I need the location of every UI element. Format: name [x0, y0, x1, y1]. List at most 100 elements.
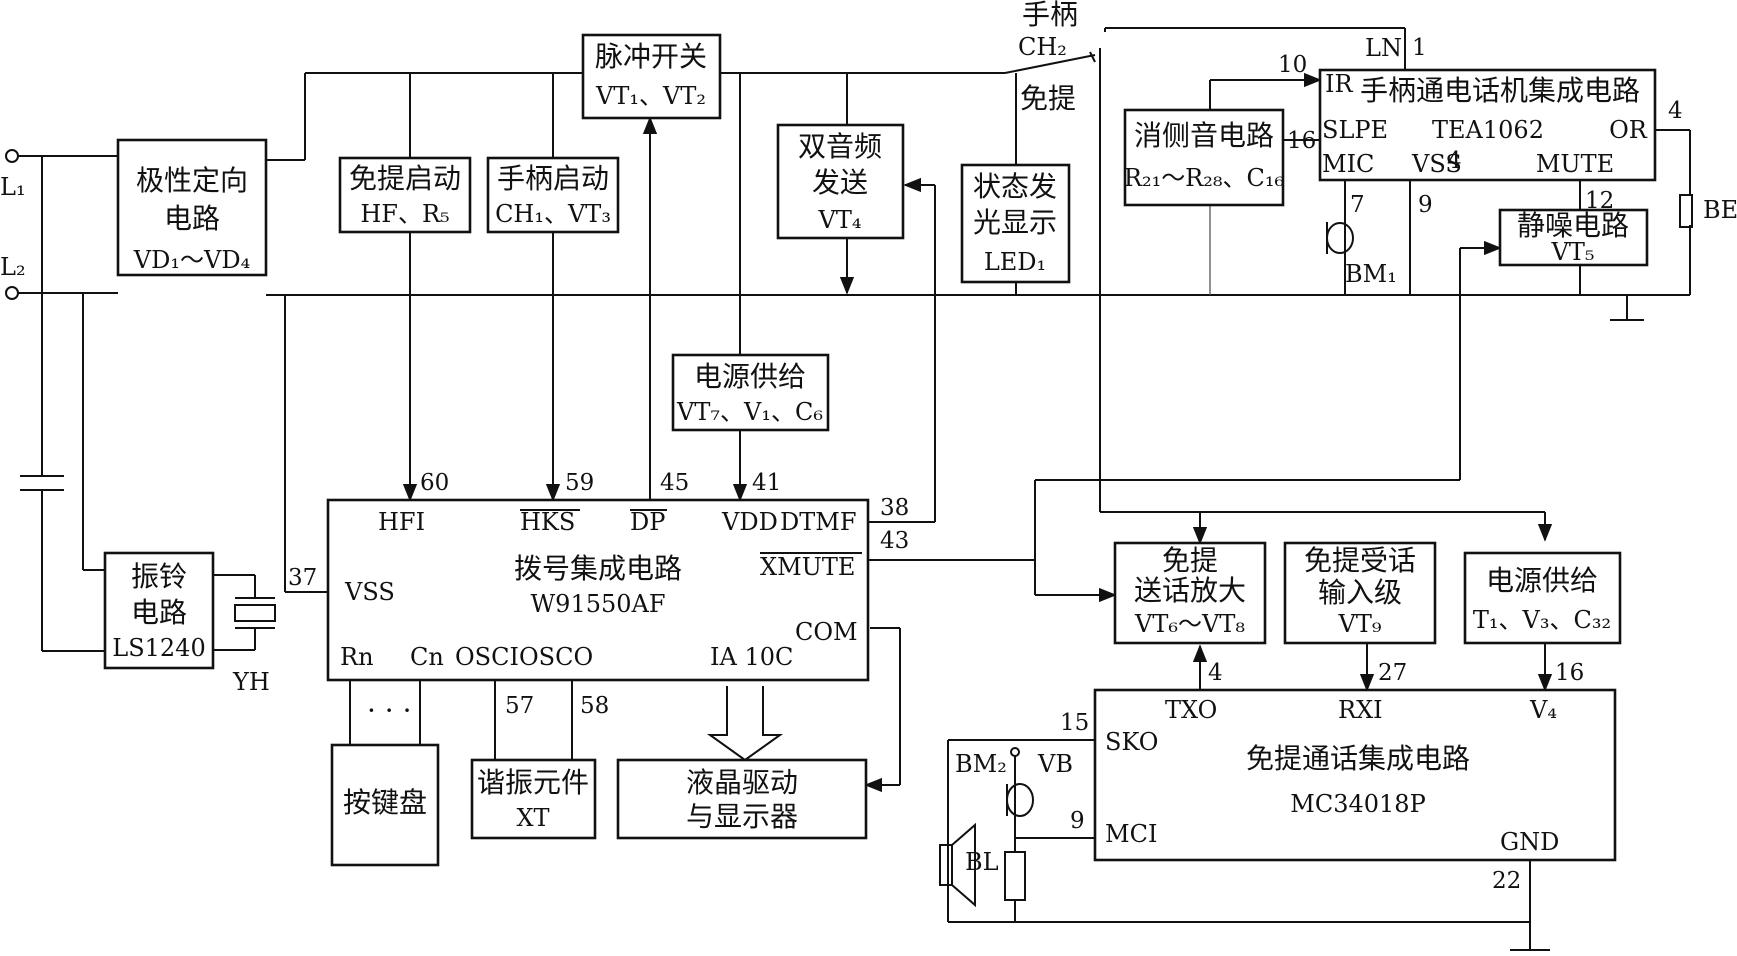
svg-text:Rn: Rn — [340, 643, 374, 671]
svg-text:RXI: RXI — [1338, 696, 1383, 724]
speaker-icon — [939, 822, 976, 908]
svg-text:TXO: TXO — [1165, 696, 1217, 724]
svg-text:45: 45 — [660, 470, 689, 496]
svg-text:手柄启动: 手柄启动 — [497, 162, 609, 195]
svg-text:VT₆～VT₈: VT₆～VT₈ — [1134, 610, 1245, 638]
svg-text:R₂₁～R₂₈、C₁₆: R₂₁～R₂₈、C₁₆ — [1124, 164, 1284, 192]
svg-text:消侧音电路: 消侧音电路 — [1134, 119, 1274, 152]
svg-text:BL: BL — [965, 848, 999, 876]
svg-text:38: 38 — [880, 495, 909, 521]
block-sidetone: 消侧音电路 R₂₁～R₂₈、C₁₆ — [1123, 108, 1285, 207]
svg-text:免提通话集成电路: 免提通话集成电路 — [1246, 742, 1470, 775]
block-handsfree-start: 免提启动 HF、R₅ — [338, 156, 472, 234]
block-ringer: 振铃 电路 LS1240 — [103, 551, 215, 670]
pin-numbers: 60 59 45 41 38 43 37 57 58 10 1 16 4 7 9… — [288, 35, 1683, 894]
buzzer-yh-icon — [234, 597, 276, 629]
svg-text:V₄: V₄ — [1529, 696, 1557, 724]
wires — [5, 27, 1691, 951]
svg-text:27: 27 — [1378, 660, 1407, 686]
svg-text:VT₇、V₁、C₆: VT₇、V₁、C₆ — [676, 398, 823, 426]
svg-text:谐振元件: 谐振元件 — [477, 766, 589, 799]
svg-text:脉冲开关: 脉冲开关 — [595, 40, 707, 73]
svg-text:MC34018P: MC34018P — [1290, 790, 1425, 818]
block-status-led: 状态发 光显示 LED₁ — [960, 163, 1071, 284]
svg-text:T₁、V₃、C₃₂: T₁、V₃、C₃₂ — [1473, 606, 1611, 634]
svg-text:BM₂: BM₂ — [955, 750, 1007, 778]
svg-text:4: 4 — [1668, 98, 1683, 124]
svg-text:VSS: VSS — [344, 578, 395, 606]
block-handset-start: 手柄启动 CH₁、VT₃ — [486, 156, 620, 234]
svg-text:GND: GND — [1500, 828, 1559, 856]
svg-text:57: 57 — [505, 693, 534, 719]
svg-text:VB: VB — [1037, 750, 1073, 778]
svg-text:手柄: 手柄 — [1022, 0, 1078, 31]
svg-text:1: 1 — [1412, 35, 1427, 61]
svg-text:41: 41 — [752, 470, 781, 496]
block-hf-transmit-amp: 免提 送话放大 VT₆～VT₈ — [1113, 541, 1267, 645]
svg-text:静噪电路: 静噪电路 — [1517, 209, 1629, 242]
svg-text:DTMF: DTMF — [780, 508, 856, 536]
earpiece-be-icon — [1679, 194, 1693, 228]
block-keypad: 按键盘 — [330, 743, 440, 867]
svg-text:电路: 电路 — [164, 202, 220, 235]
svg-text:YH: YH — [232, 668, 270, 696]
svg-text:9: 9 — [1418, 192, 1433, 218]
block-pulse-switch: 脉冲开关 VT₁、VT₂ — [581, 33, 722, 120]
svg-text:SKO: SKO — [1105, 728, 1158, 756]
block-dialer: HFI HKS DP VDD DTMF 拨号集成电路 W91550AF XMUT… — [326, 498, 870, 682]
svg-text:COM: COM — [795, 618, 858, 646]
svg-text:10: 10 — [1278, 52, 1307, 78]
svg-text:MIC: MIC — [1322, 150, 1374, 178]
svg-text:4: 4 — [1208, 660, 1223, 686]
svg-text:7: 7 — [1350, 192, 1365, 218]
svg-text:手柄通电话机集成电路: 手柄通电话机集成电路 — [1360, 74, 1640, 107]
svg-text:按键盘: 按键盘 — [343, 786, 427, 819]
svg-text:XT: XT — [516, 804, 549, 832]
svg-text:送话放大: 送话放大 — [1134, 574, 1246, 607]
svg-text:VT₄: VT₄ — [818, 206, 862, 234]
svg-text:· · ·: · · · — [367, 694, 412, 727]
svg-text:59: 59 — [565, 470, 594, 496]
labels: L₁ L₂ YH 手柄 CH₂ 免提 BE BM₁ BM₂ VB BL · · … — [0, 0, 1737, 876]
svg-text:DP: DP — [630, 508, 665, 536]
svg-text:电源供给: 电源供给 — [694, 360, 806, 393]
block-hf-receive-input: 免提受话 输入级 VT₉ — [1283, 541, 1437, 645]
svg-text:VDD: VDD — [721, 508, 778, 536]
svg-text:IR: IR — [1325, 70, 1353, 98]
svg-text:43: 43 — [880, 528, 909, 554]
svg-text:电源供给: 电源供给 — [1486, 564, 1598, 597]
svg-text:HFI: HFI — [378, 508, 425, 536]
svg-text:L₁: L₁ — [0, 173, 26, 201]
block-dual-tone: 双音频 发送 VT₄ — [776, 123, 905, 240]
svg-text:双音频: 双音频 — [798, 130, 882, 163]
svg-text:VT₉: VT₉ — [1338, 610, 1382, 638]
resistor-bl-icon — [1004, 851, 1026, 901]
svg-text:光显示: 光显示 — [973, 206, 1057, 239]
svg-text:VT₅: VT₅ — [1551, 238, 1595, 266]
block-resonator: 谐振元件 XT — [470, 758, 597, 840]
svg-text:LS1240: LS1240 — [112, 634, 205, 662]
svg-text:与显示器: 与显示器 — [686, 800, 798, 833]
svg-text:TEA1062: TEA1062 — [1432, 116, 1544, 144]
svg-text:60: 60 — [420, 470, 449, 496]
svg-text:BE: BE — [1703, 196, 1737, 224]
svg-text:22: 22 — [1492, 868, 1521, 894]
svg-text:CH₁、VT₃: CH₁、VT₃ — [495, 200, 611, 228]
microphone-bm2-icon — [1006, 747, 1034, 817]
svg-text:CH₂: CH₂ — [1018, 33, 1067, 61]
block-polarity: 极性定向 电路 VD₁～VD₄ — [116, 138, 268, 277]
svg-text:58: 58 — [580, 693, 609, 719]
microphone-bm1-icon — [1326, 215, 1354, 254]
svg-text:状态发: 状态发 — [973, 170, 1057, 203]
svg-text:BM₁: BM₁ — [1345, 260, 1397, 288]
block-tea1062: IR 手柄通电话机集成电路 SLPE TEA1062 OR MIC VSS MU… — [1318, 34, 1657, 182]
svg-text:LED₁: LED₁ — [984, 248, 1046, 276]
svg-text:16: 16 — [1287, 128, 1316, 154]
svg-text:SLPE: SLPE — [1322, 116, 1388, 144]
svg-text:9: 9 — [1070, 808, 1085, 834]
svg-text:12: 12 — [1585, 188, 1614, 214]
block-power-supply-1: 电源供给 VT₇、V₁、C₆ — [671, 353, 830, 432]
svg-text:免提: 免提 — [1162, 544, 1218, 577]
block-power-supply-2: 电源供给 T₁、V₃、C₃₂ — [1463, 551, 1622, 645]
